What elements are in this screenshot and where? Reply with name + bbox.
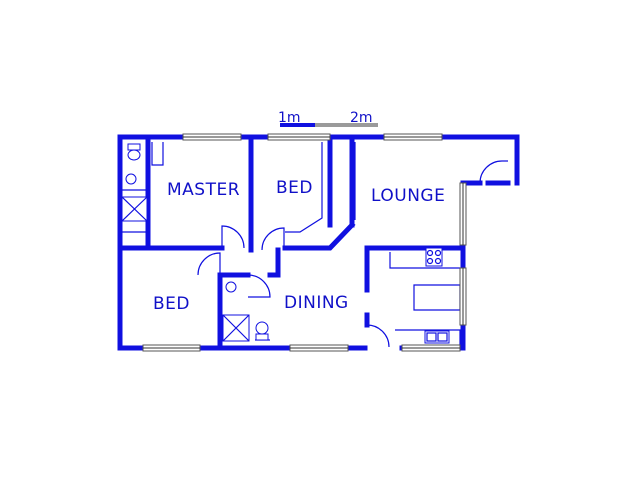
basin-icon-2 bbox=[225, 281, 237, 293]
door-entrance bbox=[479, 160, 508, 184]
room-label-master: MASTER bbox=[167, 180, 240, 200]
bathroom-fixtures bbox=[222, 281, 269, 342]
windows bbox=[142, 133, 467, 352]
scale-label-1m: 1m bbox=[278, 110, 301, 126]
room-label-bed-bottom: BED bbox=[153, 294, 190, 314]
basin-icon bbox=[125, 173, 137, 185]
walls bbox=[117, 134, 520, 351]
kitchen-fixtures bbox=[424, 247, 450, 344]
scale-label-2m: 2m bbox=[350, 110, 373, 126]
door-bed-top bbox=[261, 227, 285, 251]
door-bathroom bbox=[247, 274, 271, 298]
toilet-icon bbox=[127, 143, 141, 151]
sink-icon bbox=[424, 330, 450, 344]
door-master bbox=[221, 225, 245, 249]
master-ensuite-fixtures bbox=[121, 143, 148, 222]
toilet-icon-2 bbox=[255, 321, 269, 335]
door-bed-bottom bbox=[197, 252, 221, 276]
partitions bbox=[122, 142, 461, 345]
stove-icon bbox=[425, 247, 443, 267]
doors bbox=[197, 160, 508, 348]
scale-bar: 1m 2m bbox=[278, 110, 378, 127]
room-label-dining: DINING bbox=[284, 293, 349, 313]
room-label-bed-top: BED bbox=[276, 178, 313, 198]
room-label-lounge: LOUNGE bbox=[371, 186, 445, 206]
door-kitchen bbox=[366, 324, 390, 348]
